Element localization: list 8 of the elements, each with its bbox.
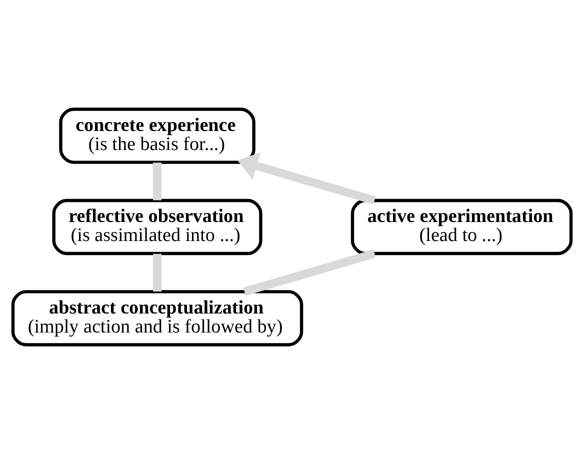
node-box: reflective observation (is assimilated into ...) <box>52 198 262 256</box>
connector <box>153 254 162 292</box>
arrow <box>237 152 376 204</box>
node-box: active experimentation (lead to ...) <box>350 198 573 256</box>
connector <box>153 162 162 200</box>
node-box: concrete experience (is the basis for...) <box>59 108 256 164</box>
connector <box>243 250 376 296</box>
node-box: abstract conceptualization (imply action and is followed by) <box>11 290 304 346</box>
